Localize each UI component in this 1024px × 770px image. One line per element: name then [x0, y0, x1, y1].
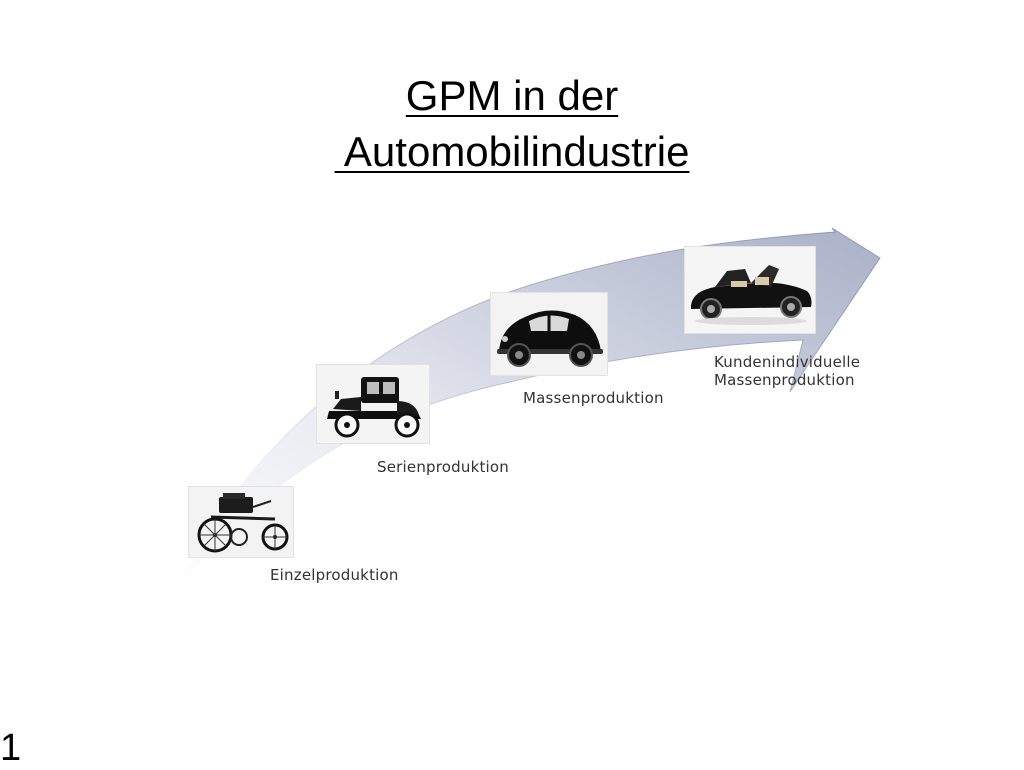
stage-4-photo	[684, 246, 816, 334]
title-line-2: Automobilindustrie	[334, 128, 690, 175]
page-number: 1	[0, 727, 22, 769]
stage-2-label: Serienproduktion	[377, 458, 510, 476]
stage-1-label: Einzelproduktion	[270, 566, 399, 584]
stage-3-photo	[490, 292, 608, 376]
model-t-style-car-icon	[317, 365, 429, 443]
title-line-1: GPM in der	[405, 72, 619, 119]
modern-roadster-icon	[685, 247, 815, 333]
stage-3-label: Massenproduktion	[523, 389, 664, 407]
veteran-motorwagen-icon	[189, 487, 293, 557]
beetle-car-icon	[491, 293, 607, 375]
slide-title: GPM in der Automobilindustrie	[0, 68, 1024, 180]
stage-2-photo	[316, 364, 430, 444]
stage-1-photo	[188, 486, 294, 558]
stage-4-label: Kundenindividuelle Massenproduktion	[714, 353, 861, 389]
